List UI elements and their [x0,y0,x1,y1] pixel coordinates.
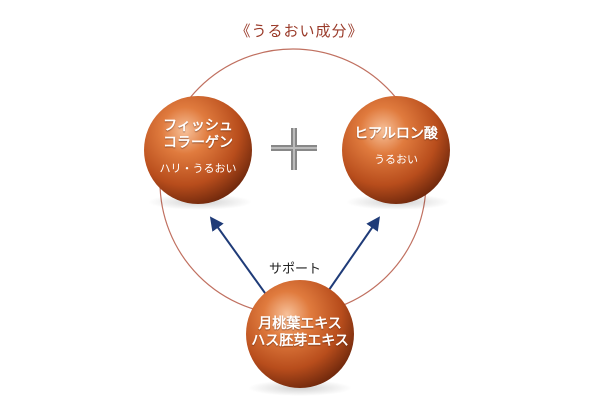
sphere-hyaluronic [342,96,450,204]
plus-icon [271,128,317,170]
collagen-label-group: フィッシュ コラーゲン ハリ・うるおい [148,118,248,175]
hyaluronic-label-line-1: ヒアルロン酸 [354,126,438,142]
support-label: サポート [268,262,321,277]
collagen-label-line-1: フィッシュ [163,118,233,134]
collagen-sub-label: ハリ・うるおい [159,161,237,175]
extracts-label-line-1: 月桃葉エキス [258,316,342,332]
sphere-collagen [144,96,252,204]
diagram-title: 《うるおい成分》 [235,22,364,40]
sphere-extracts [246,280,354,388]
arrow-to-hyaluronic [321,216,380,301]
arrow-to-collagen [209,216,271,301]
extracts-label-group: 月桃葉エキス ハス胚芽エキス [240,316,360,350]
hyaluronic-sub-label: うるおい [374,152,418,166]
collagen-label-line-2: コラーゲン [163,134,233,151]
extracts-label-line-2: ハス胚芽エキス [251,332,349,349]
hyaluronic-label-group: ヒアルロン酸 うるおい [341,126,451,166]
